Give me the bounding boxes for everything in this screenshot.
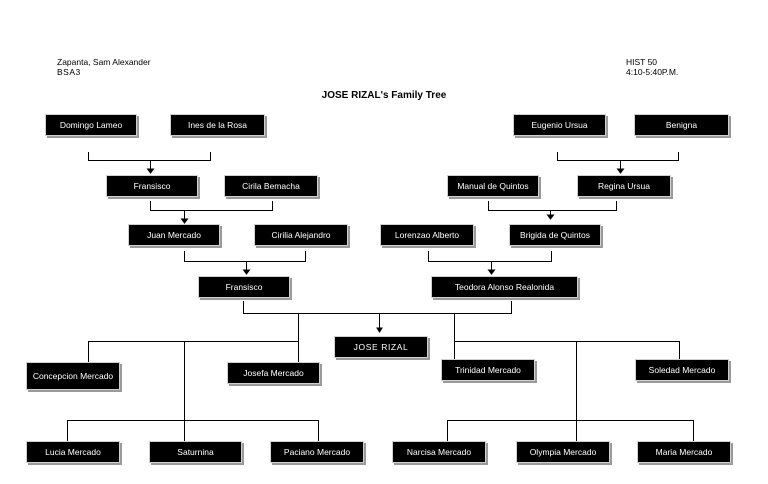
person-lorenzao-alberto: Lorenzao Alberto (380, 224, 474, 246)
person-narcisa-mercado: Narcisa Mercado (392, 441, 486, 463)
person-concepcion-mercado: Concepcion Mercado (26, 362, 120, 390)
student-section: BSA3 (57, 67, 81, 77)
person-domingo-lameo: Domingo Lameo (45, 114, 137, 136)
person-eugenio-ursua: Eugenio Ursua (513, 114, 606, 136)
person-cirilia-alejandro: Cirilia Alejandro (254, 224, 348, 246)
course-code: HIST 50 (626, 57, 658, 67)
person-josefa-mercado: Josefa Mercado (227, 362, 320, 384)
person-soledad-mercado: Soledad Mercado (635, 359, 729, 381)
person-olympia-mercado: Olympia Mercado (516, 441, 610, 463)
person-juan-mercado: Juan Mercado (128, 224, 220, 246)
person-paciano-mercado: Paciano Mercado (270, 441, 364, 463)
person-lucia-mercado: Lucia Mercado (26, 441, 120, 463)
person-maria-mercado: Maria Mercado (637, 441, 731, 463)
person-regina-ursua: Regina Ursua (577, 175, 671, 197)
person-jose-rizal: JOSE RIZAL (334, 336, 428, 358)
person-ines-de-la-rosa: Ines de la Rosa (170, 114, 265, 136)
course-schedule: 4:10-5:40P.M. (626, 67, 679, 77)
course-info: HIST 50 4:10-5:40P.M. (626, 57, 678, 77)
student-name: Zapanta, Sam Alexander (57, 57, 151, 67)
person-manual-de-quintos: Manual de Quintos (447, 175, 539, 197)
person-fransisco-father: Fransisco (198, 276, 290, 298)
person-brigida-de-quintos: Brigida de Quintos (509, 224, 601, 246)
person-trinidad-mercado: Trinidad Mercado (441, 359, 535, 381)
person-benigna: Benigna (634, 114, 729, 136)
person-cirila-bemacha: Cirila Bemacha (224, 175, 318, 197)
student-info: Zapanta, Sam Alexander BSA3 (57, 57, 151, 77)
person-fransisco-grandfather: Fransisco (106, 175, 198, 197)
page-title: JOSE RIZAL's Family Tree (321, 90, 447, 101)
person-teodora-alonso-realonida: Teodora Alonso Realonida (431, 276, 578, 298)
person-saturnina-mercado: Saturnina (149, 441, 242, 463)
